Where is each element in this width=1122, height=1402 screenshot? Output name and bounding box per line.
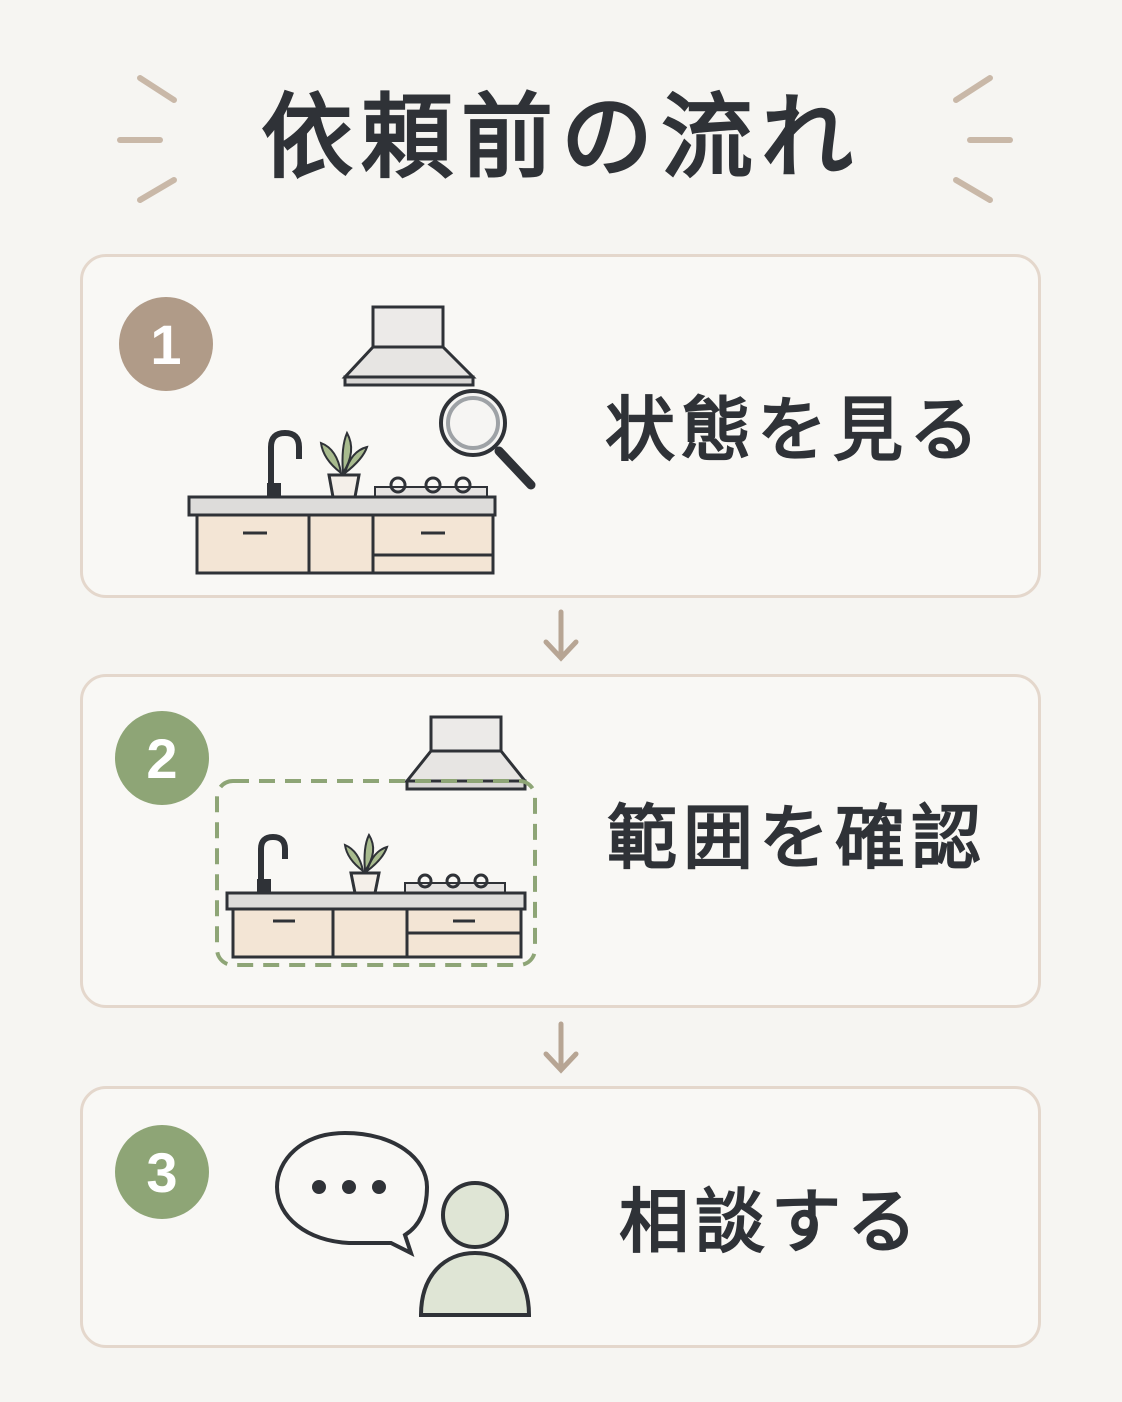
- step-card-1: 1 状態を見る: [80, 254, 1041, 598]
- speech-person-icon: [274, 1130, 532, 1317]
- burst-left-icon: [117, 75, 177, 203]
- burst-right-icon: [953, 75, 1013, 203]
- step-number-badge: 2: [115, 711, 209, 805]
- kitchen-magnifier-icon: [187, 305, 536, 575]
- step-label: 範囲を確認: [607, 797, 987, 879]
- step-label: 相談する: [619, 1181, 923, 1263]
- arrow-down-icon: [543, 609, 579, 662]
- arrow-down-icon: [543, 1021, 579, 1074]
- page-title: 依頼前の流れ: [260, 84, 861, 191]
- step-number-badge: 3: [115, 1125, 209, 1219]
- kitchen-dashed-area-icon: [215, 715, 537, 967]
- step-card-2: 2 範囲を確認: [80, 674, 1041, 1008]
- step-card-3: 3 相談する: [80, 1086, 1041, 1348]
- step-number-badge: 1: [119, 297, 213, 391]
- step-label: 状態を見る: [605, 389, 985, 471]
